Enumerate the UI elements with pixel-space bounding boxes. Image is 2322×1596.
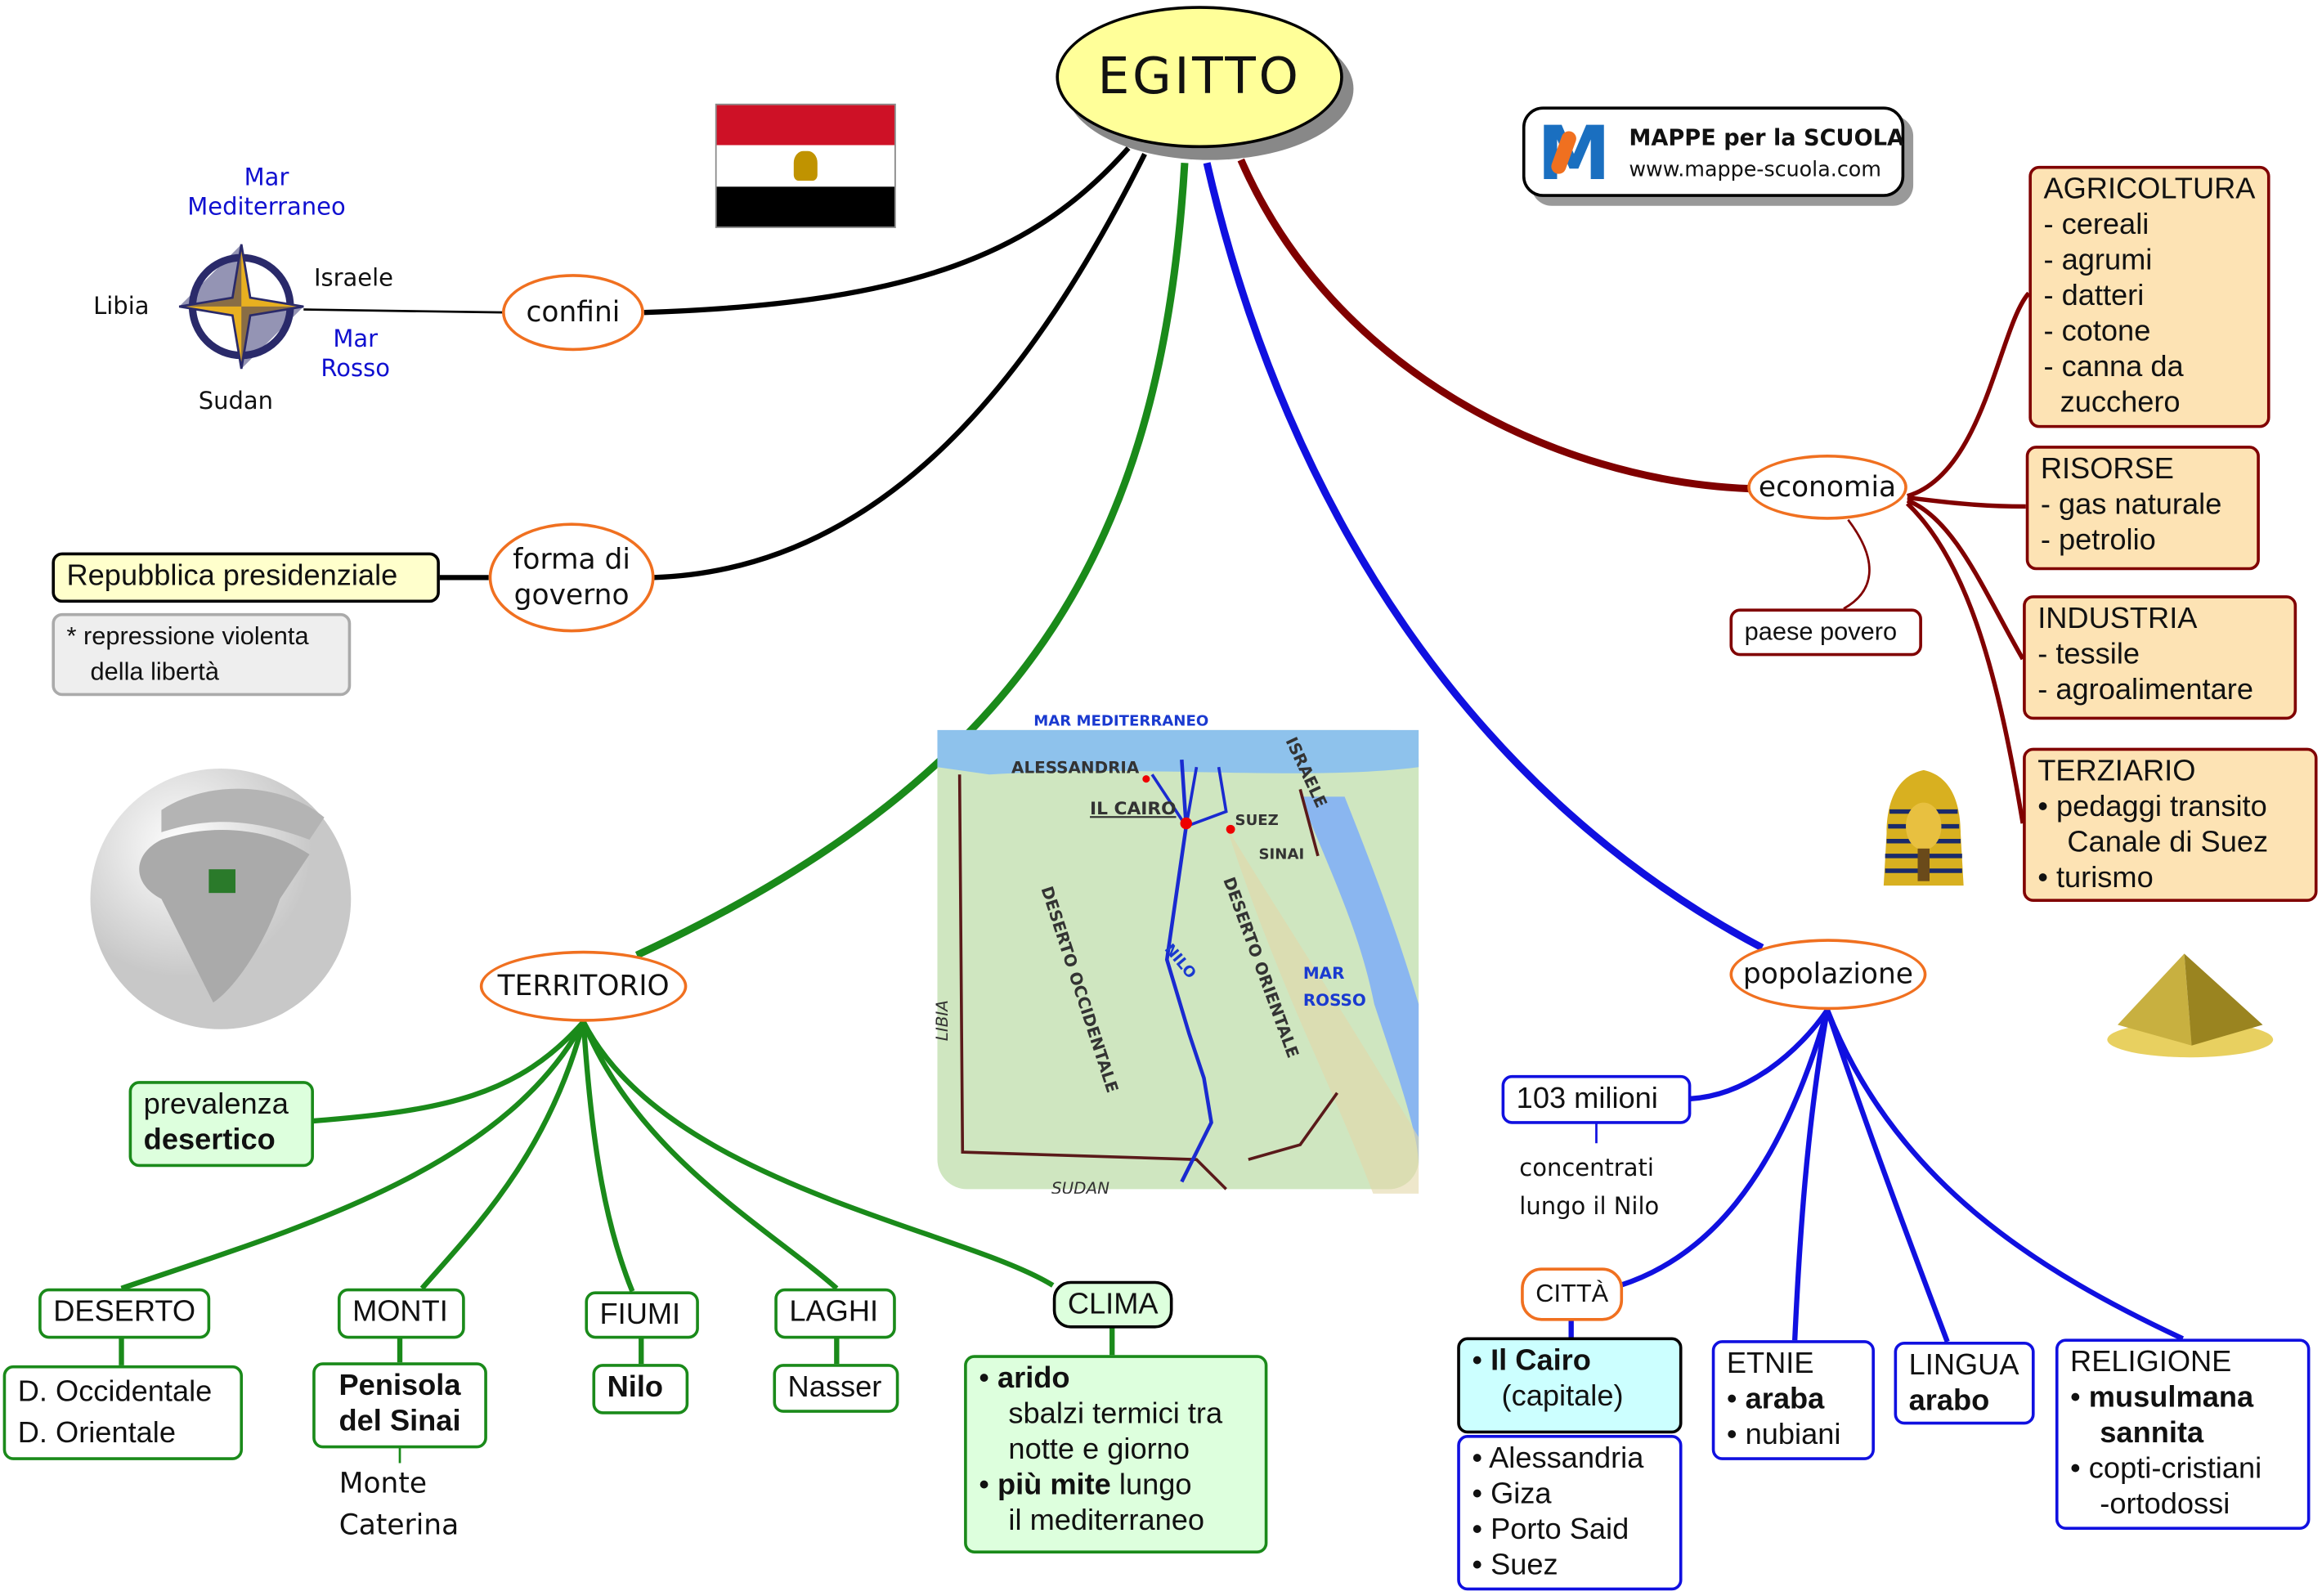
link-popolazione [1203, 162, 1764, 952]
map-label-libia: LIBIA [933, 1000, 952, 1041]
node-territorio[interactable]: TERRITORIO [479, 950, 688, 1022]
node-religione[interactable]: RELIGIONE • musulmana sannita • copti-cr… [2055, 1338, 2311, 1530]
map-label-mediterraneo: MAR MEDITERRANEO [1033, 712, 1208, 729]
node-citta[interactable]: CITTÀ [1521, 1267, 1624, 1321]
node-etnie[interactable]: ETNIE • araba • nubiani [1711, 1340, 1875, 1460]
confini-label: confini [526, 296, 621, 330]
root-node[interactable]: EGITTO [1056, 6, 1343, 149]
territorio-label: TERRITORIO [497, 970, 670, 1003]
node-nilo[interactable]: Nilo [592, 1364, 689, 1414]
node-laghi[interactable]: LAGHI [774, 1288, 896, 1339]
link-territorio [634, 162, 1189, 959]
node-agricoltura[interactable]: AGRICOLTURA- cereali- agrumi- datteri- c… [2028, 165, 2270, 428]
popolazione-label: popolazione [1742, 957, 1913, 991]
egypt-map: MAR MEDITERRANEO ALESSANDRIA IL CAIRO SU… [933, 712, 1419, 1194]
node-clima[interactable]: CLIMA [1052, 1280, 1173, 1329]
node-monti[interactable]: MONTI [337, 1288, 465, 1339]
egypt-flag [715, 103, 896, 228]
node-industria[interactable]: INDUSTRIA- tessile- agroalimentare [2023, 595, 2297, 720]
map-label-rosso: ROSSO [1303, 991, 1366, 1010]
eagle-icon [793, 150, 818, 181]
link-economia [1237, 158, 1751, 493]
map-label-mar: MAR [1303, 964, 1345, 983]
link-governo [652, 152, 1147, 581]
node-clima-dettagli[interactable]: • arido sbalzi termici tra notte e giorn… [964, 1355, 1268, 1553]
logo-name: MAPPE per la SCUOLA [1629, 124, 1905, 151]
pyramid-icon [2107, 953, 2274, 1058]
link-confini [643, 146, 1131, 316]
node-terziario[interactable]: TERZIARIO • pedaggi transito Canale di S… [2023, 747, 2318, 903]
node-deserto[interactable]: DESERTO [38, 1288, 211, 1339]
pharaoh-mask-icon [1883, 769, 1964, 886]
node-il-cairo[interactable]: • Il Cairo (capitale) [1457, 1337, 1683, 1434]
node-repubblica-presidenziale[interactable]: Repubblica presidenziale [52, 552, 440, 603]
logo-url[interactable]: www.mappe-scuola.com [1629, 158, 1881, 182]
logo[interactable]: M MAPPE per la SCUOLA www.mappe-scuola.c… [1522, 106, 1905, 197]
node-risorse[interactable]: RISORSE- gas naturale- petrolio [2025, 446, 2260, 571]
node-confini[interactable]: confini [501, 274, 644, 352]
node-paese-povero[interactable]: paese povero [1729, 608, 1922, 657]
map-label-cairo: IL CAIRO [1090, 799, 1177, 819]
map-label-suez: SUEZ [1235, 812, 1279, 829]
link-compass [303, 308, 504, 314]
node-economia[interactable]: economia [1747, 455, 1907, 520]
node-lingua[interactable]: LINGUA arabo [1894, 1341, 2035, 1425]
label-sudan: Sudan [198, 386, 273, 415]
logo-m-icon: M [1537, 110, 1612, 197]
node-popolazione[interactable]: popolazione [1729, 939, 1927, 1011]
compass-icon [178, 244, 304, 370]
node-nasser[interactable]: Nasser [773, 1364, 899, 1413]
node-altre-citta[interactable]: • Alessandria • Giza • Porto Said • Suez [1457, 1435, 1683, 1591]
economia-label: economia [1758, 470, 1897, 504]
node-fiumi[interactable]: FIUMI [585, 1291, 699, 1339]
globe-icon [90, 769, 352, 1029]
map-label-sudan: SUDAN [1051, 1179, 1109, 1194]
map-label-sinai: SINAI [1259, 845, 1305, 863]
label-libia: Libia [93, 291, 150, 321]
node-103-milioni[interactable]: 103 milioni [1501, 1074, 1692, 1124]
root-title: EGITTO [1097, 47, 1302, 107]
map-label-alessandria: ALESSANDRIA [1011, 758, 1140, 777]
label-israele: Israele [313, 263, 394, 292]
